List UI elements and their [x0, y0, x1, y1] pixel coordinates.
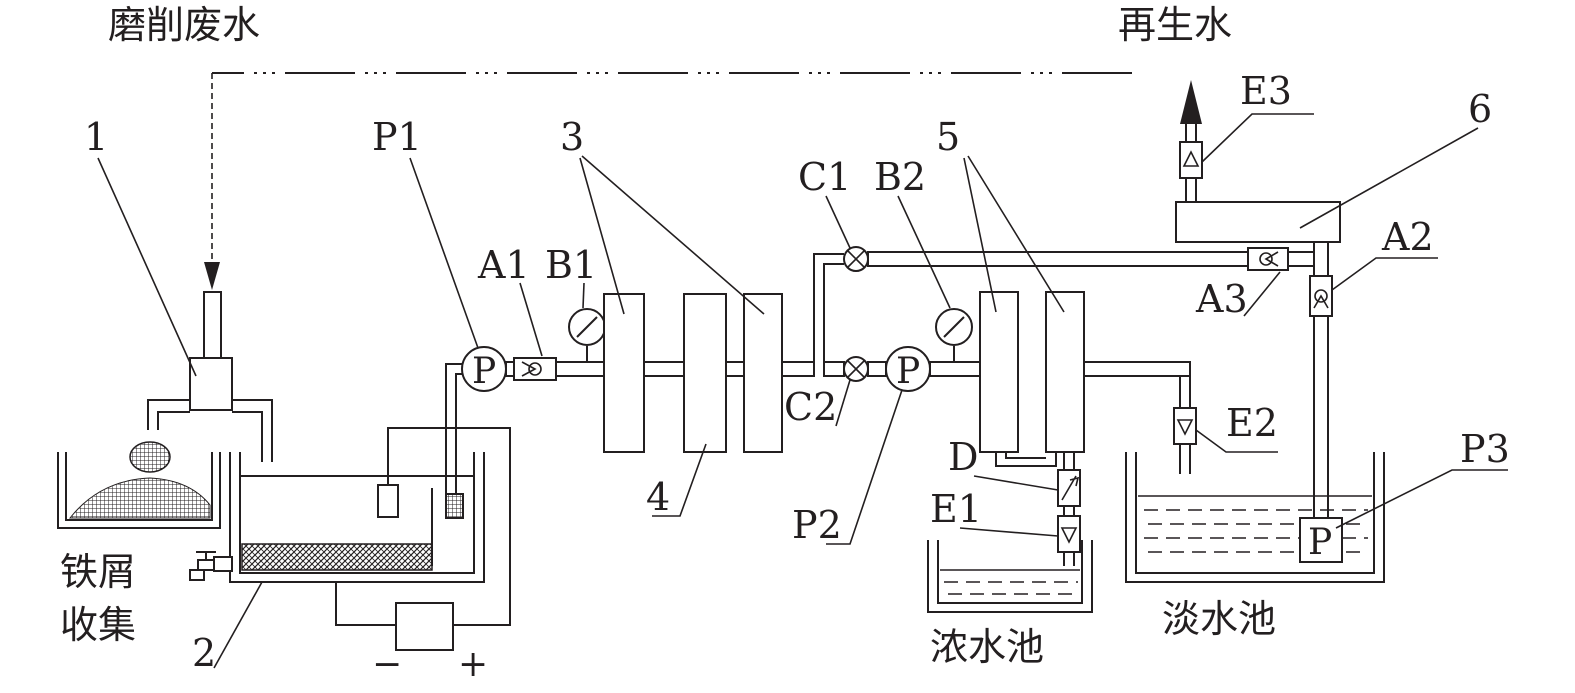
flowmeter-icon [1179, 141, 1203, 179]
svg-text:P: P [472, 351, 496, 392]
label-C1: C1 [798, 155, 851, 199]
leader-E1 [959, 527, 1059, 537]
svg-text:P: P [896, 351, 920, 392]
column-4 [683, 293, 727, 453]
flowmeter-E2 [1173, 407, 1197, 474]
pretreatment-columns [603, 293, 783, 453]
electrolytic-tank-2 [229, 427, 511, 651]
arrow-icon [1180, 80, 1202, 124]
leader-E3 [1201, 113, 1314, 163]
check-valve-A2 [1309, 275, 1333, 518]
flowmeter-E3 [1179, 80, 1203, 179]
ball-valve-C1 [843, 246, 869, 272]
label-6: 6 [1468, 87, 1492, 131]
fresh-pool-label: 淡水池 [1162, 597, 1276, 641]
check-valve-icon [1247, 247, 1289, 271]
chip-tray [57, 441, 221, 529]
pump-icon [461, 346, 507, 392]
pump-P3: P [1299, 517, 1343, 563]
leader-2 [213, 581, 263, 669]
outlet-title: 再生水 [1118, 3, 1232, 47]
leader-6 [1299, 127, 1479, 229]
branch-pipes [813, 251, 1249, 408]
leader-1 [97, 157, 197, 377]
label-2: 2 [192, 631, 216, 675]
pump-P1: P [461, 346, 507, 392]
flowmeter-icon [1173, 407, 1197, 445]
leader-P1 [409, 157, 479, 349]
fresh-water-pool [1125, 452, 1385, 583]
pump-icon [1299, 517, 1343, 563]
concentrate-pool-label: 浓水池 [930, 625, 1044, 669]
label-B2: B2 [874, 155, 926, 199]
power-supply [395, 602, 454, 651]
minus-sign: − [372, 644, 402, 685]
label-4: 4 [646, 475, 670, 519]
recycle-line [204, 72, 1132, 290]
needle-valve-D [1057, 469, 1081, 516]
separator-1 [147, 291, 273, 462]
flowmeter-icon [1057, 515, 1081, 553]
label-P3: P3 [1460, 427, 1510, 471]
label-E1: E1 [930, 487, 982, 531]
leader-D [973, 475, 1059, 491]
flowmeter-E1 [1057, 515, 1081, 566]
intake-filter [445, 493, 464, 519]
pressure-gauge-B2 [935, 308, 973, 362]
leader-A2 [1331, 257, 1438, 291]
label-B1: B1 [545, 243, 597, 287]
leader-P3 [1335, 469, 1508, 529]
label-A2: A2 [1381, 215, 1434, 259]
label-5: 5 [936, 115, 960, 159]
leader-3 [579, 155, 765, 315]
label-E3: E3 [1240, 69, 1292, 113]
pump-P2: P [885, 346, 931, 392]
check-valve-A3 [1247, 247, 1314, 271]
column-3a [603, 293, 645, 453]
leader-A1 [519, 282, 543, 357]
leader-E2 [1195, 429, 1278, 453]
label-1: 1 [84, 115, 108, 159]
label-P1: P1 [372, 115, 422, 159]
unit-6 [1175, 178, 1341, 276]
leader-C2 [835, 379, 851, 427]
leader-5 [963, 155, 1065, 313]
arrow-icon [204, 262, 220, 290]
label-D: D [948, 435, 978, 479]
membrane-columns-5 [979, 291, 1085, 470]
label-C2: C2 [784, 385, 837, 429]
column-3b [743, 293, 783, 453]
ball-valve-C2 [843, 356, 869, 382]
leader-C1 [825, 195, 851, 249]
leader-B1 [582, 282, 585, 309]
leader-P2 [826, 389, 903, 545]
label-E2: E2 [1226, 401, 1278, 445]
label-3: 3 [560, 115, 584, 159]
tap-icon [189, 551, 233, 581]
chips-label-1: 铁屑 [60, 550, 136, 594]
leader-B2 [897, 195, 951, 309]
leader-A3 [1243, 271, 1281, 317]
leader-4 [652, 443, 707, 517]
check-valve-A1 [513, 357, 557, 381]
label-A3: A3 [1195, 277, 1248, 321]
chips-label-2: 收集 [60, 603, 136, 647]
svg-text:P: P [1308, 522, 1332, 563]
inlet-title: 磨削废水 [108, 3, 260, 47]
plus-sign: + [458, 644, 488, 685]
label-A1: A1 [477, 243, 530, 287]
pressure-gauge-B1 [568, 308, 606, 362]
pump-icon [885, 346, 931, 392]
label-P2: P2 [792, 503, 842, 547]
concentrate-pool [927, 540, 1093, 613]
